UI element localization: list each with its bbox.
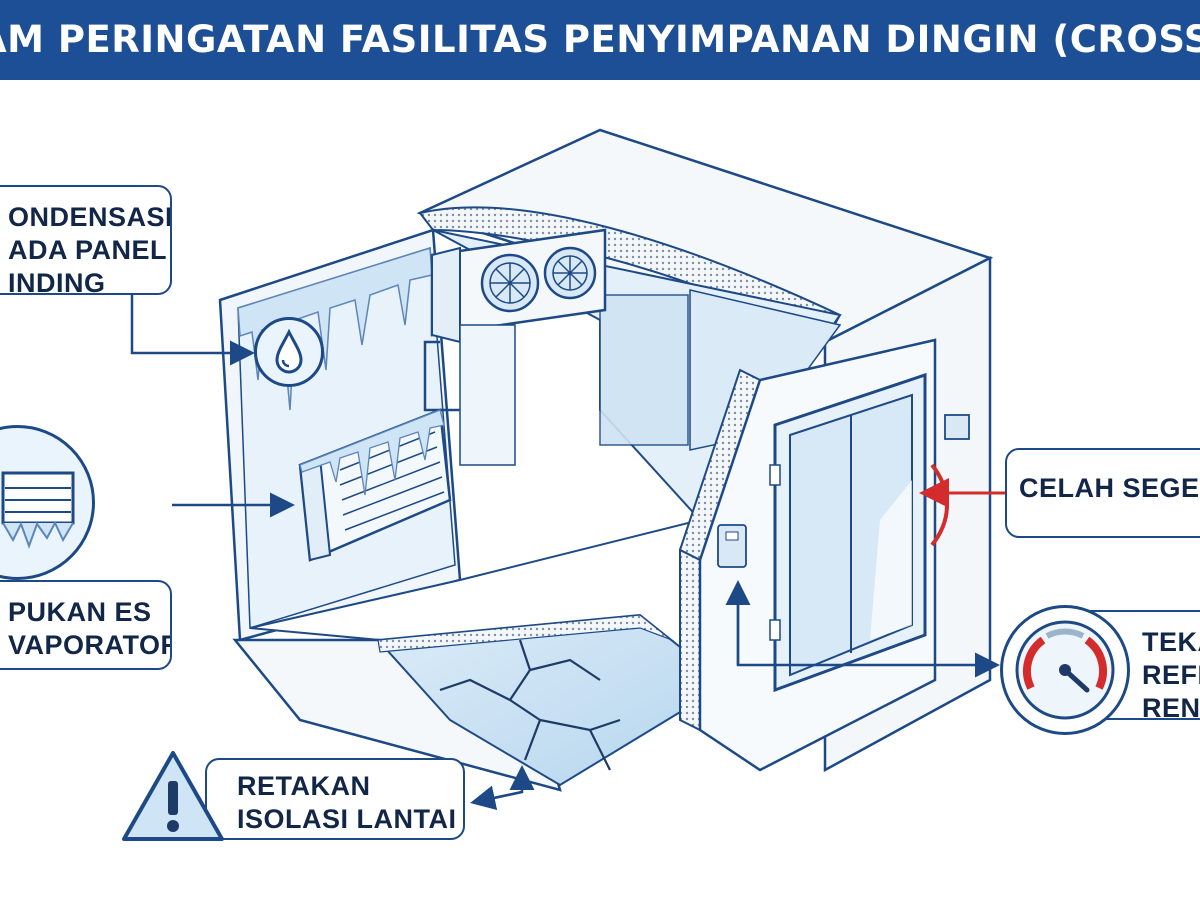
warning-triangle-icon — [118, 745, 228, 845]
callout-condensation-line-3: INDING — [8, 267, 170, 295]
interior-panel — [460, 325, 515, 465]
wall-control-panel — [718, 525, 746, 567]
wall-vent — [945, 415, 969, 439]
callout-floor-crack-line-1: RETAKAN — [237, 770, 463, 803]
page-title: AM PERINGATAN FASILITAS PENYIMPANAN DING… — [0, 18, 1200, 61]
diagram-stage: ONDENSASI ADA PANEL INDING PUKAN ES VAPO… — [0, 80, 1200, 900]
water-drop-icon-circle — [254, 317, 324, 387]
callout-floor-crack-line-2: ISOLASI LANTAI — [237, 803, 463, 836]
title-banner: AM PERINGATAN FASILITAS PENYIMPANAN DING… — [0, 0, 1200, 80]
callout-pressure-line-3: REN — [1142, 692, 1200, 720]
door-hinge-bottom — [770, 620, 780, 640]
pressure-gauge-circle — [1000, 605, 1130, 735]
condenser-unit — [432, 230, 605, 342]
callout-evaporator: PUKAN ES VAPORATOR — [0, 580, 172, 670]
callout-condensation-line-1: ONDENSASI — [8, 201, 170, 234]
door-hinge-top — [770, 465, 780, 485]
back-wall-panel — [600, 295, 688, 445]
callout-door-seal: CELAH SEGEL — [1005, 448, 1200, 538]
water-drop-icon — [257, 320, 321, 384]
callout-door-seal-text: CELAH SEGEL — [1019, 472, 1200, 505]
callout-evaporator-line-2: VAPORATOR — [8, 629, 170, 662]
callout-condensation-line-2: ADA PANEL — [8, 234, 170, 267]
callout-condensation: ONDENSASI ADA PANEL INDING — [0, 185, 172, 295]
front-wall-cut-lower — [680, 550, 700, 730]
callout-floor-crack: RETAKAN ISOLASI LANTAI — [205, 758, 465, 840]
callout-evaporator-line-1: PUKAN ES — [8, 596, 170, 629]
pressure-gauge-icon — [1003, 608, 1127, 732]
callout-pressure-line-1: TEKA — [1142, 626, 1200, 659]
